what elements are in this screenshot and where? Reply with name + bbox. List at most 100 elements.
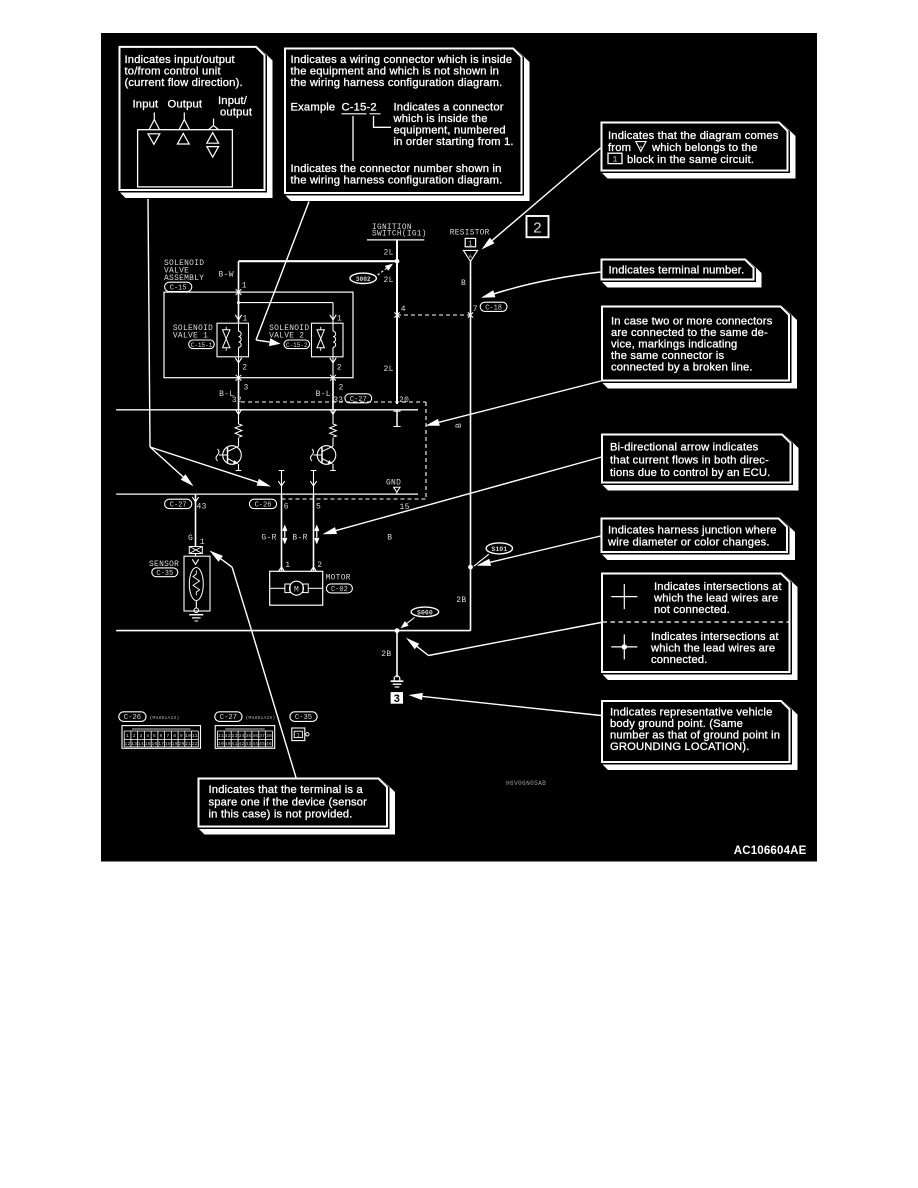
svg-text:22: 22 <box>192 741 198 747</box>
svg-text:SENSOR: SENSOR <box>149 560 179 569</box>
svg-text:4: 4 <box>146 733 149 739</box>
svg-text:block in the same circuit.: block in the same circuit. <box>627 154 754 166</box>
svg-text:B: B <box>455 423 464 428</box>
svg-text:38: 38 <box>266 733 272 739</box>
svg-text:34: 34 <box>238 733 244 739</box>
svg-text:Indicates terminal number.: Indicates terminal number. <box>609 265 745 277</box>
svg-text:C-27: C-27 <box>220 714 237 722</box>
svg-text:36: 36 <box>252 733 258 739</box>
svg-text:In case two or more connectors: In case two or more connectors <box>611 316 773 328</box>
svg-text:are connected to the same de-: are connected to the same de- <box>611 327 768 339</box>
svg-text:2: 2 <box>339 384 344 393</box>
svg-text:Indicates input/output: Indicates input/output <box>125 54 236 66</box>
svg-text:which the lead wires are: which the lead wires are <box>653 593 778 605</box>
svg-text:C-35: C-35 <box>295 714 312 722</box>
svg-text:MOTOR: MOTOR <box>326 574 351 583</box>
svg-text:G: G <box>188 534 193 543</box>
svg-text:8: 8 <box>173 733 176 739</box>
svg-text:45: 45 <box>259 741 265 747</box>
svg-text:15: 15 <box>145 741 151 747</box>
svg-text:Input: Input <box>133 99 159 111</box>
svg-text:5: 5 <box>153 733 156 739</box>
svg-text:output: output <box>220 107 253 119</box>
svg-text:from: from <box>608 142 631 154</box>
svg-text:C-27: C-27 <box>170 502 187 510</box>
svg-text:C-15: C-15 <box>170 285 187 293</box>
svg-text:S101: S101 <box>491 546 507 553</box>
svg-text:16: 16 <box>151 741 157 747</box>
svg-text:vice, markings indicating: vice, markings indicating <box>611 339 737 351</box>
svg-text:1: 1 <box>126 733 129 739</box>
svg-text:SOLENOID: SOLENOID <box>269 324 309 333</box>
svg-text:ASSEMBLY: ASSEMBLY <box>164 274 204 283</box>
svg-text:Indicates a wiring connector w: Indicates a wiring connector which is in… <box>291 54 513 66</box>
svg-text:Indicates the connector number: Indicates the connector number shown in <box>291 163 502 175</box>
svg-text:21: 21 <box>185 741 191 747</box>
svg-text:Indicates harness junction whe: Indicates harness junction where <box>608 525 777 537</box>
svg-text:number as that of ground point: number as that of ground point in <box>610 730 780 742</box>
svg-text:that current flows in both dir: that current flows in both direc- <box>610 454 769 466</box>
svg-text:Indicates intersections at: Indicates intersections at <box>654 581 783 593</box>
svg-text:M: M <box>294 585 299 594</box>
svg-text:2: 2 <box>242 364 247 373</box>
svg-text:2L: 2L <box>384 365 394 374</box>
svg-text:Output: Output <box>168 99 203 111</box>
svg-text:3: 3 <box>140 733 143 739</box>
svg-text:S060: S060 <box>417 610 433 617</box>
svg-text:Indicates representative vehic: Indicates representative vehicle <box>610 707 772 719</box>
svg-text:2B: 2B <box>456 596 466 605</box>
svg-text:equipment, numbered: equipment, numbered <box>394 125 506 137</box>
svg-text:which the lead wires are: which the lead wires are <box>650 643 775 655</box>
svg-text:6: 6 <box>284 503 289 512</box>
svg-text:33: 33 <box>232 733 238 739</box>
svg-text:not connected.: not connected. <box>654 604 730 616</box>
svg-text:5: 5 <box>316 503 321 512</box>
svg-text:C-15-1: C-15-1 <box>191 342 213 349</box>
svg-text:7: 7 <box>473 305 478 314</box>
svg-text:GND: GND <box>386 479 401 488</box>
svg-text:A: A <box>469 254 472 260</box>
svg-text:SWITCH(IG1): SWITCH(IG1) <box>372 231 427 239</box>
svg-text:C-18: C-18 <box>485 304 502 312</box>
svg-text:C-27: C-27 <box>350 396 367 404</box>
svg-text:Bi-directional arrow indicates: Bi-directional arrow indicates <box>610 442 759 454</box>
svg-text:1: 1 <box>242 282 247 291</box>
svg-text:to/from control unit: to/from control unit <box>125 66 222 78</box>
svg-text:wire diameter or color changes: wire diameter or color changes. <box>607 537 770 549</box>
svg-text:1: 1 <box>337 315 342 324</box>
svg-text:37: 37 <box>259 733 265 739</box>
svg-text:Indicates a connector: Indicates a connector <box>394 102 504 114</box>
svg-text:in order starting from 1.: in order starting from 1. <box>394 136 514 148</box>
svg-text:2L: 2L <box>384 249 394 258</box>
svg-text:20: 20 <box>178 741 184 747</box>
svg-text:11: 11 <box>192 733 198 739</box>
svg-text:B: B <box>387 534 392 543</box>
svg-text:B-R: B-R <box>292 534 307 543</box>
svg-text:H6V06N05AB: H6V06N05AB <box>506 780 546 787</box>
svg-text:Indicates that the terminal is: Indicates that the terminal is a <box>209 784 364 796</box>
svg-text:VALVE 1: VALVE 1 <box>173 332 208 341</box>
svg-text:46: 46 <box>266 741 272 747</box>
svg-text:G-R: G-R <box>261 534 276 543</box>
svg-text:1: 1 <box>297 733 300 739</box>
svg-text:the equipment and which is not: the equipment and which is not shown in <box>291 66 500 78</box>
svg-text:1: 1 <box>200 538 205 547</box>
svg-text:1: 1 <box>285 561 290 570</box>
svg-text:A: A <box>639 145 642 151</box>
svg-text:19: 19 <box>172 741 178 747</box>
svg-text:3: 3 <box>244 384 249 393</box>
svg-text:(MU801A26): (MU801A26) <box>246 715 276 721</box>
svg-text:C-35: C-35 <box>156 570 173 578</box>
svg-text:7: 7 <box>166 733 169 739</box>
svg-text:RESISTOR: RESISTOR <box>450 230 490 238</box>
svg-text:Indicates intersections at: Indicates intersections at <box>651 631 780 643</box>
svg-text:20: 20 <box>399 396 409 405</box>
svg-text:40: 40 <box>225 741 231 747</box>
svg-text:Input/: Input/ <box>218 95 248 107</box>
svg-text:32: 32 <box>225 733 231 739</box>
svg-text:1: 1 <box>243 315 248 324</box>
svg-text:B-L: B-L <box>219 390 234 399</box>
svg-text:10: 10 <box>185 733 191 739</box>
svg-text:44: 44 <box>252 741 258 747</box>
svg-text:B-L: B-L <box>316 390 331 399</box>
